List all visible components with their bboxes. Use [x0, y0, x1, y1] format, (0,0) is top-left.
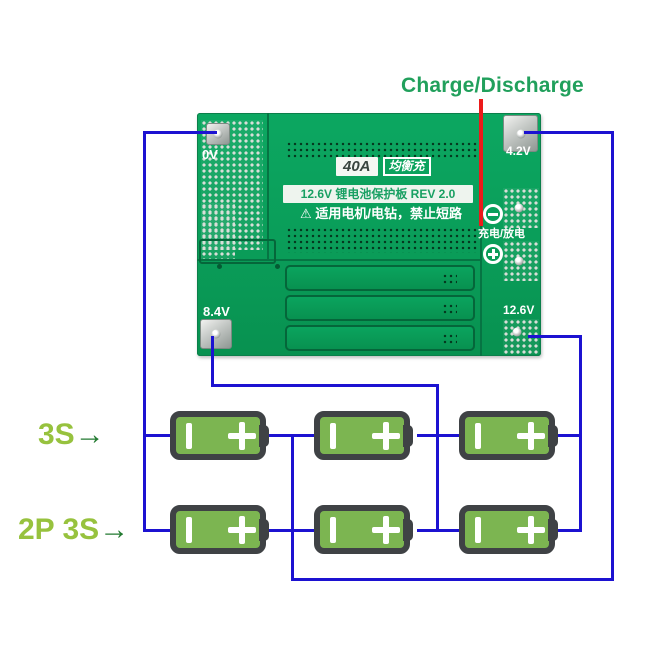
pad-hole-icon	[211, 329, 221, 339]
wire-4v2-vertical	[291, 434, 294, 581]
component-outline	[199, 239, 276, 264]
battery-cell-2	[314, 411, 413, 460]
wire-8v4-horizontal	[211, 384, 439, 387]
plus-circle-icon	[483, 244, 503, 264]
balance-charge-badge: 均衡充	[382, 157, 431, 176]
battery-cell-5	[314, 505, 413, 554]
pad-label-12v6: 12.6V	[503, 303, 535, 317]
rivet-icon	[275, 264, 280, 269]
battery-positive-nub	[548, 424, 558, 447]
wire-b3-to-12v6	[556, 434, 582, 437]
warning-text: 适用电机/电钻，禁止短路	[315, 206, 462, 221]
negative-terminal-icon	[330, 516, 336, 543]
battery-positive-nub	[259, 424, 269, 447]
via-dot-cluster	[441, 302, 457, 316]
wire-8v4-pad-drop	[211, 336, 214, 387]
negative-terminal-icon	[186, 422, 192, 449]
wire-0v-pad-stub	[143, 131, 217, 134]
battery-positive-nub	[403, 518, 413, 541]
wire-8v4-vertical	[436, 384, 439, 532]
series-label-text: 3S	[38, 418, 75, 451]
charge-discharge-silk-label: 充电/放电	[478, 228, 526, 240]
wire-b6-to-12v6	[556, 529, 582, 532]
charge-discharge-indicator-line	[479, 99, 483, 226]
pad-hole-icon	[512, 327, 522, 337]
via-dot-band	[285, 140, 477, 158]
negative-terminal-icon	[330, 422, 336, 449]
pad-hole-icon	[516, 129, 525, 138]
wire-4v2-bottom-rail	[291, 578, 614, 581]
pad-label-0v: 0V	[202, 147, 218, 162]
parallel-series-label-text: 2P 3S	[18, 513, 100, 546]
positive-terminal-icon	[228, 515, 256, 544]
pad-hole-icon	[213, 129, 223, 139]
wire-0v-to-b4	[143, 529, 172, 532]
wire-12v6-vertical	[579, 335, 582, 532]
series-arrow-icon: →	[74, 418, 105, 451]
battery-cell-3	[459, 411, 558, 460]
pad-hole-icon	[514, 256, 524, 266]
model-label: 12.6V 锂电池保护板 REV 2.0	[283, 185, 473, 203]
wire-b5-b6-link	[417, 529, 462, 532]
via-dot-band	[285, 226, 477, 253]
solder-dot-field	[503, 188, 539, 228]
battery-positive-nub	[403, 424, 413, 447]
negative-terminal-icon	[475, 422, 481, 449]
wire-0v-vertical	[143, 131, 146, 532]
badge-row: 40A 均衡充	[336, 157, 431, 176]
minus-circle-icon	[483, 204, 503, 224]
battery-cell-1	[170, 411, 269, 460]
positive-terminal-icon	[517, 515, 545, 544]
rivet-icon	[217, 264, 222, 269]
negative-terminal-icon	[186, 516, 192, 543]
wire-4v2-right-vertical	[611, 131, 614, 581]
warning-label: ⚠ 适用电机/电钻，禁止短路	[285, 205, 477, 222]
battery-cell-4	[170, 505, 269, 554]
bus-bar	[285, 325, 475, 351]
positive-terminal-icon	[517, 421, 545, 450]
positive-terminal-icon	[228, 421, 256, 450]
board-divider	[480, 113, 482, 356]
battery-positive-nub	[259, 518, 269, 541]
wire-0v-to-b1	[143, 434, 172, 437]
board-divider	[267, 113, 269, 260]
pad-0v	[206, 123, 230, 145]
battery-cell-6	[459, 505, 558, 554]
negative-terminal-icon	[475, 516, 481, 543]
parallel-series-arrow-icon: →	[99, 513, 130, 546]
bus-bar	[285, 295, 475, 321]
current-rating-badge: 40A	[336, 157, 378, 176]
warning-icon: ⚠	[300, 206, 312, 221]
via-dot-cluster	[441, 332, 457, 346]
parallel-series-label: 2P 3S→	[18, 515, 129, 545]
bus-bar	[285, 265, 475, 291]
positive-terminal-icon	[372, 515, 400, 544]
wire-4v2-pad-stub	[524, 131, 614, 134]
pad-label-4v2: 4.2V	[506, 144, 531, 158]
positive-terminal-icon	[372, 421, 400, 450]
battery-positive-nub	[548, 518, 558, 541]
solder-dot-field	[201, 203, 235, 259]
via-dot-cluster	[441, 272, 457, 286]
pad-8v4	[200, 319, 232, 349]
board-divider	[197, 259, 480, 261]
series-label: 3S→	[38, 420, 105, 450]
wire-12v6-pad-stub	[528, 335, 582, 338]
charge-discharge-title: Charge/Discharge	[401, 74, 584, 97]
wire-b2-b3-link	[417, 434, 462, 437]
pad-hole-icon	[514, 203, 524, 213]
pad-label-8v4: 8.4V	[203, 304, 230, 319]
bms-board: 0V 40A 均衡充 12.6V 锂电池保护板 REV 2.0 ⚠ 适用电机/电…	[197, 113, 541, 356]
